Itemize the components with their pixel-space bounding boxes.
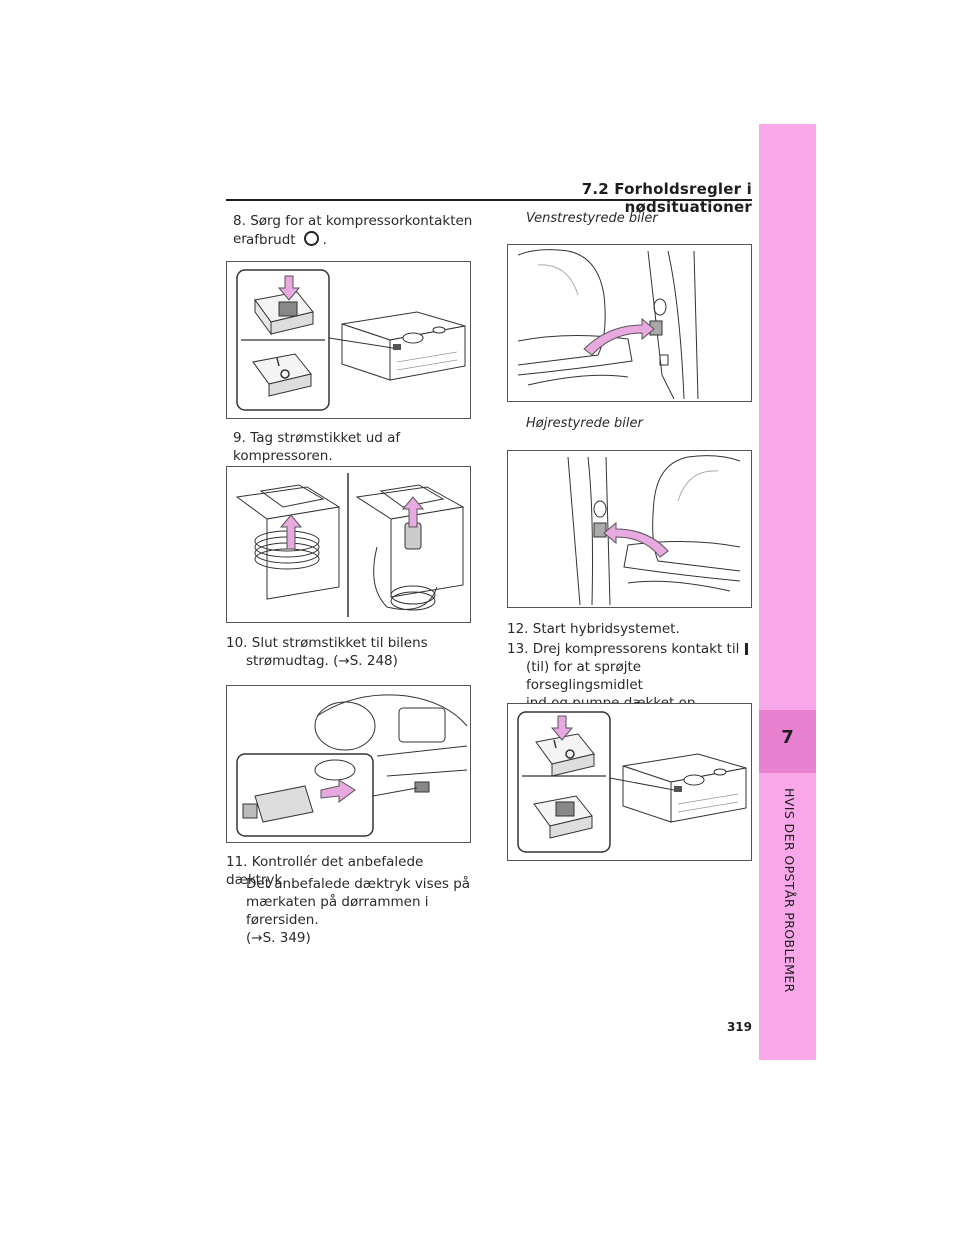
figure-switch-off — [226, 261, 471, 419]
step-text: Start hybridsystemet. — [532, 621, 680, 637]
note-line: Det anbefalede dæktryk vises på — [246, 876, 471, 892]
step-12: 12. Start hybridsystemet. — [507, 620, 752, 638]
chapter-number: 7 — [781, 727, 794, 748]
step-text: Tag strømstikket ud af kompressoren. — [233, 430, 401, 464]
step-text: Drej kompressorens kontakt til — [532, 641, 740, 657]
chapter-tab-strip — [759, 124, 816, 1060]
step-text: Slut strømstikket til bilens — [251, 635, 428, 651]
section-title: 7.2 Forholdsregler i nødsituationer — [581, 180, 752, 216]
step-9: 9. Tag strømstikket ud af kompressoren. — [233, 429, 483, 465]
page-number: 319 — [726, 1020, 752, 1034]
note-line: mærkaten på dørrammen i førersiden. — [246, 894, 429, 928]
step-13: 13. Drej kompressorens kontakt til — [507, 640, 752, 658]
step-number: 11. — [226, 854, 248, 870]
figure-switch-on — [507, 703, 752, 861]
step-11: 11. Kontrollér det anbefalede dæktryk. — [226, 853, 486, 889]
step-8-cont: afbrudt. — [246, 231, 476, 249]
off-symbol-icon — [303, 231, 319, 246]
caption-left-hand-drive: Venstrestyrede biler — [526, 211, 658, 226]
step-text: (til) for at sprøjte forseglingsmidlet — [526, 659, 643, 693]
figure-unplug — [226, 466, 471, 623]
header-rule — [226, 199, 752, 201]
step-number: 10. — [226, 635, 248, 651]
step-number: 12. — [507, 621, 529, 637]
step-punct: . — [322, 232, 327, 248]
figure-lhd-door-frame — [507, 244, 752, 402]
step-text: Sørg for at kompressorkontakten er — [233, 213, 473, 247]
on-symbol-icon — [745, 643, 748, 655]
step-10-cont: strømudtag. (→S. 248) — [246, 652, 486, 670]
step-text: strømudtag. (→S. 248) — [246, 653, 398, 669]
step-10: 10. Slut strømstikket til bilens — [226, 634, 486, 652]
step-text: afbrudt — [246, 232, 296, 248]
step-11-note: Det anbefalede dæktryk vises på mærkaten… — [246, 875, 486, 947]
chapter-title: HVIS DER OPSTÅR PROBLEMER — [782, 788, 797, 993]
step-number: 9. — [233, 430, 246, 446]
note-line: (→S. 349) — [246, 930, 311, 946]
step-text: Kontrollér det anbefalede dæktryk. — [226, 854, 424, 888]
step-number: 8. — [233, 213, 246, 229]
step-8: 8. Sørg for at kompressorkontakten er — [233, 212, 483, 248]
caption-right-hand-drive: Højrestyrede biler — [526, 416, 643, 431]
chapter-tab-marker — [759, 710, 816, 773]
step-number: 13. — [507, 641, 529, 657]
figure-power-outlet — [226, 685, 471, 843]
figure-rhd-door-frame — [507, 450, 752, 608]
